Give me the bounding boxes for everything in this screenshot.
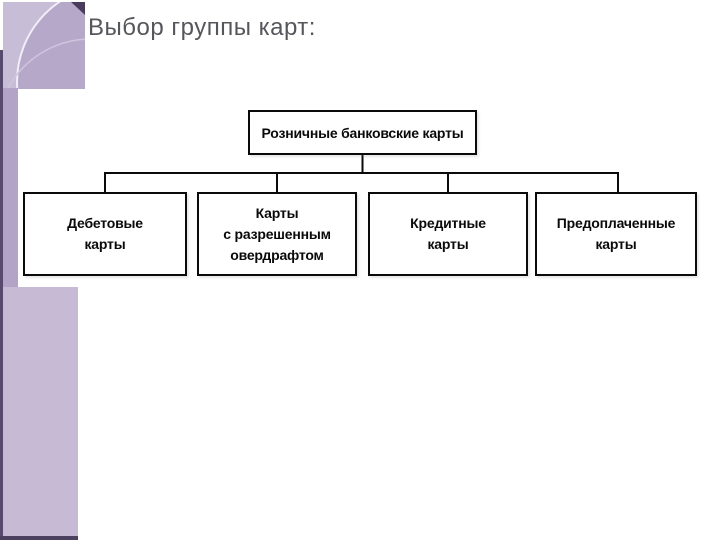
node-label: Дебетовые карты [67, 215, 143, 252]
node-debit-cards: Дебетовые карты [23, 192, 187, 276]
slide-title: Выбор группы карт: [88, 14, 316, 41]
sidebar-block [3, 287, 78, 537]
node-prepaid-cards: Предоплаченные карты [535, 192, 697, 276]
node-label: Кредитные карты [410, 215, 486, 252]
node-label: Розничные банковские карты [261, 124, 464, 141]
node-label: Предоплаченные карты [556, 215, 676, 252]
node-retail-bank-cards: Розничные банковские карты [248, 110, 477, 155]
sidebar-bottom-line [0, 536, 78, 540]
sidebar-dark-edge [0, 50, 3, 540]
node-overdraft-cards: Карты с разрешенным овердрафтом [197, 192, 357, 276]
node-credit-cards: Кредитные карты [368, 192, 528, 276]
sidebar-strip [3, 88, 18, 287]
node-label: Карты с разрешенным овердрафтом [223, 204, 331, 263]
